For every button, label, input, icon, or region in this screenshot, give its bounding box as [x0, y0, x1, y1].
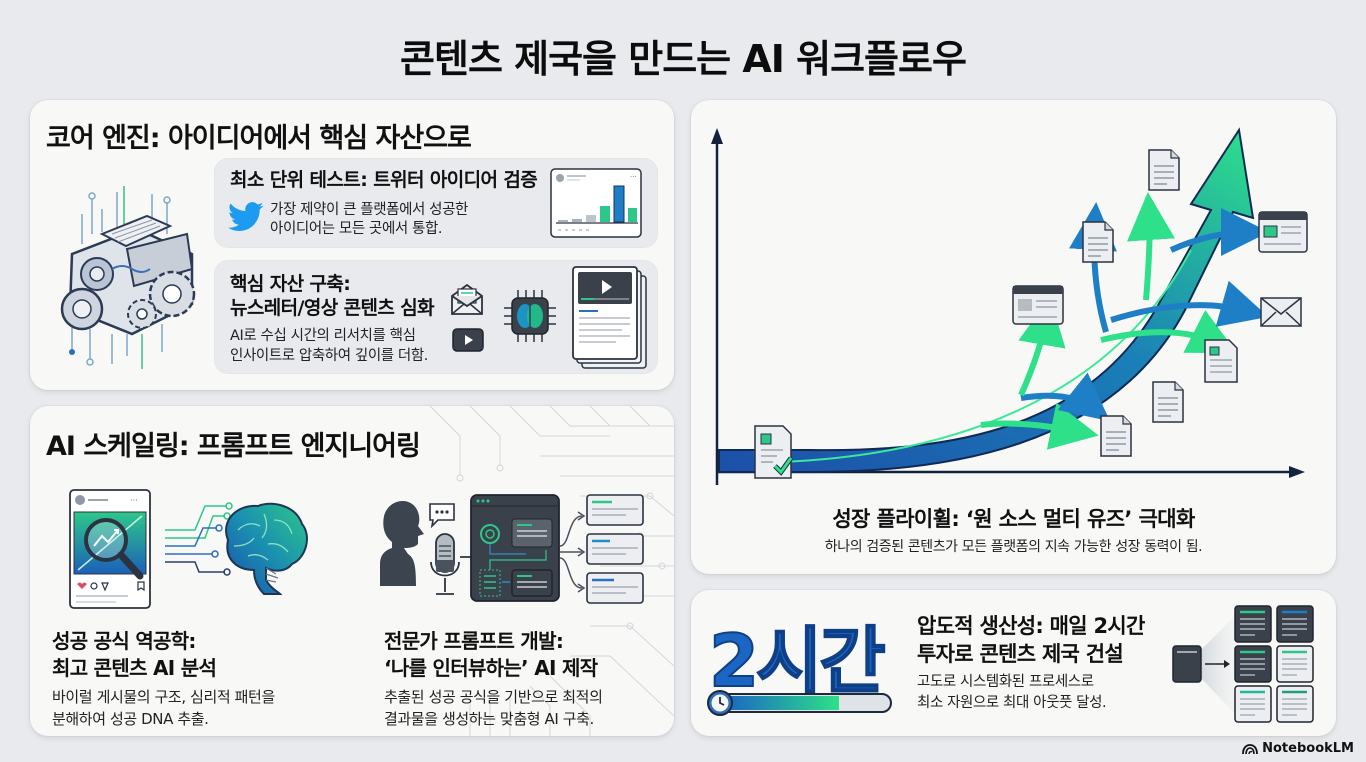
- document-icon: [1082, 221, 1114, 263]
- reverse-engineer-title-2: 최고 콘텐츠 AI 분석: [52, 656, 217, 680]
- twitter-test-desc-1: 가장 제약이 큰 플랫폼에서 성공한: [270, 202, 468, 218]
- verified-document-icon: [754, 425, 794, 479]
- microphone-icon: [428, 532, 462, 604]
- data-lines-icon: [165, 502, 233, 576]
- productivity-desc-1: 고도로 시스템화된 프로세스로: [917, 674, 1094, 690]
- engine-icon: [42, 174, 212, 374]
- ai-app-window-icon: [470, 494, 560, 602]
- document-icon: [1100, 415, 1132, 457]
- productivity-heading-1: 압도적 생산성: 매일 2시간: [917, 614, 1145, 638]
- svg-text:···: ···: [130, 496, 138, 505]
- ai-chip-brain-icon: [502, 288, 558, 344]
- twitter-bird-icon: [228, 202, 264, 232]
- two-hours-label: 2시간: [708, 618, 887, 704]
- speech-bubble-icon: [428, 502, 456, 528]
- time-progress-bar: [707, 690, 893, 716]
- document-icon: [1152, 381, 1184, 423]
- brand-label: NotebookLM: [1262, 741, 1354, 756]
- envelope-icon: [1260, 297, 1302, 327]
- expert-prompt-title-1: 전문가 프롬프트 개발:: [384, 629, 564, 653]
- video-play-icon: [452, 328, 484, 352]
- svg-text:···: ···: [630, 173, 637, 181]
- page-title: 콘텐츠 제국을 만드는 AI 워크플로우: [400, 37, 967, 81]
- browser-window-icon: [1012, 285, 1064, 325]
- core-engine-heading: 코어 엔진: 아이디어에서 핵심 자산으로: [46, 123, 472, 154]
- post-bar-chart-icon: ···: [550, 168, 642, 238]
- document-icon: [1148, 149, 1180, 191]
- core-asset-desc-1: AI로 수십 시간의 리서치를 핵심: [230, 328, 416, 344]
- productivity-heading: 압도적 생산성: 매일 2시간 투자로 콘텐츠 제국 건설: [917, 612, 1145, 668]
- notebooklm-brand: NotebookLM: [1242, 741, 1354, 756]
- clock-icon: [707, 690, 733, 716]
- one-to-many-documents-icon: [1169, 604, 1329, 726]
- twitter-test-card: 최소 단위 테스트: 트위터 아이디어 검증 가장 제약이 큰 플랫폼에서 성공…: [214, 158, 658, 248]
- social-post-magnifier-icon: ···: [68, 488, 198, 613]
- branch-arrows-icon: [560, 511, 586, 593]
- person-silhouette-icon: [374, 494, 430, 586]
- core-asset-desc-2: 인사이트로 압축하여 깊이를 더함.: [230, 348, 428, 364]
- core-engine-panel: 코어 엔진: 아이디어에서 핵심 자산으로: [30, 100, 674, 390]
- video-document-icon: [572, 266, 648, 370]
- expert-prompt-desc-2: 결과물을 생성하는 맞춤형 AI 구축.: [384, 710, 594, 728]
- core-asset-title-1: 핵심 자산 구축:: [230, 273, 351, 295]
- output-cards-icon: [586, 494, 646, 604]
- productivity-desc: 고도로 시스템화된 프로세스로 최소 자원으로 최대 아웃풋 달성.: [917, 672, 1107, 714]
- brain-icon: [218, 500, 310, 596]
- productivity-panel: 2시간 압도적 생산성: 매일 2시간 투자로 콘텐츠 제국 건설 고도로 시스…: [691, 590, 1336, 736]
- twitter-test-desc-2: 아이디어는 모든 곳에서 통합.: [270, 221, 443, 237]
- document-icon: [1204, 339, 1238, 383]
- growth-desc: 하나의 검증된 콘텐츠가 모든 플랫폼의 지속 가능한 성장 동력이 됨.: [824, 539, 1203, 555]
- productivity-desc-2: 최소 자원으로 최대 아웃풋 달성.: [917, 695, 1107, 711]
- growth-curve-diagram: [711, 127, 1308, 485]
- ai-scaling-heading: AI 스케일링: 프롬프트 엔지니어링: [46, 431, 421, 462]
- browser-window-icon: [1258, 211, 1308, 253]
- reverse-engineer-title-1: 성공 공식 역공학:: [52, 629, 196, 653]
- twitter-test-title: 최소 단위 테스트: 트위터 아이디어 검증: [230, 169, 538, 191]
- ai-scaling-panel: AI 스케일링: 프롬프트 엔지니어링 ···: [30, 406, 674, 736]
- reverse-engineer-desc-2: 분해하여 성공 DNA 추출.: [52, 710, 209, 728]
- growth-heading: 성장 플라이휠: ‘원 소스 멀티 유즈’ 극대화: [832, 507, 1195, 531]
- notebooklm-logo-icon: [1242, 743, 1259, 754]
- core-asset-title-2: 뉴스레터/영상 콘텐츠 심화: [230, 297, 435, 319]
- productivity-heading-2: 투자로 콘텐츠 제국 건설: [917, 642, 1124, 666]
- reverse-engineer-desc-1: 바이럴 게시물의 구조, 심리적 패턴을: [52, 688, 275, 706]
- envelope-icon: [450, 282, 484, 316]
- growth-flywheel-panel: 성장 플라이휠: ‘원 소스 멀티 유즈’ 극대화 하나의 검증된 콘텐츠가 모…: [691, 100, 1336, 574]
- core-asset-card: 핵심 자산 구축: 뉴스레터/영상 콘텐츠 심화 AI로 수십 시간의 리서치를…: [214, 260, 658, 374]
- expert-prompt-desc-1: 추출된 성공 공식을 기반으로 최적의: [384, 688, 603, 706]
- expert-prompt-title-2: ‘나를 인터뷰하는’ AI 제작: [384, 656, 598, 680]
